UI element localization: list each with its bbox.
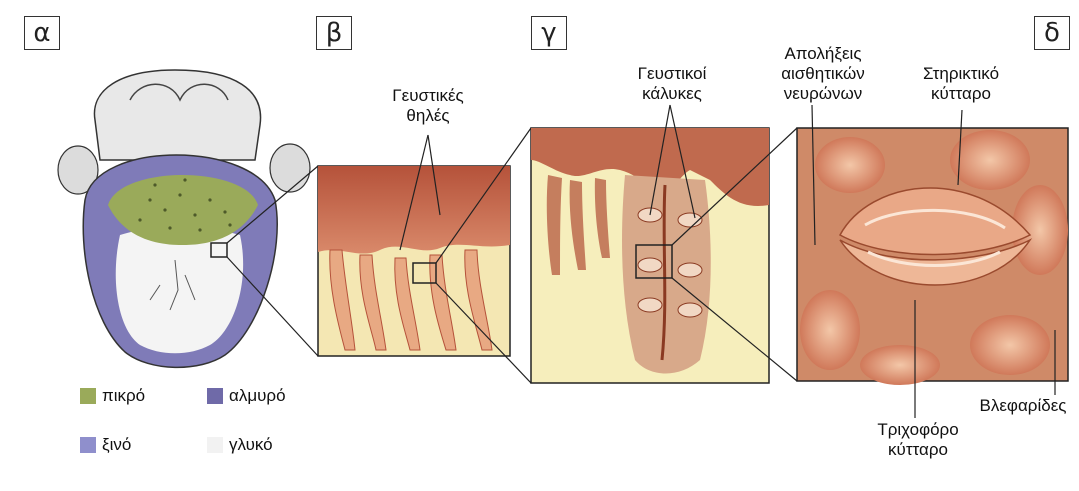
label-nerve-endings: Απολήξεις αισθητικών νευρώνων xyxy=(781,44,865,103)
panel-label-gamma: γ xyxy=(531,16,567,50)
label-cilia: Βλεφαρίδες xyxy=(979,396,1067,415)
leader-lines xyxy=(399,104,1056,418)
label-taste-papillae: Γευστικές θηλές xyxy=(392,86,464,125)
taste-bud-section xyxy=(530,127,770,384)
legend-label-salty: αλμυρό xyxy=(229,386,286,405)
legend-swatch-salty xyxy=(207,388,223,404)
legend-label-sweet: γλυκό xyxy=(229,435,273,454)
legend-swatch-sour xyxy=(80,437,96,453)
legend-label-bitter: πικρό xyxy=(102,386,146,405)
label-taste-buds: Γευστικοί κάλυκες xyxy=(637,64,707,103)
legend-swatch-sweet xyxy=(207,437,223,453)
label-support-cell: Στηρικτικό κύτταρο xyxy=(922,64,1000,103)
papillae-section xyxy=(317,165,511,357)
panel-label-beta: β xyxy=(316,16,352,50)
panel-label-delta: δ xyxy=(1034,16,1070,50)
legend-swatch-bitter xyxy=(80,388,96,404)
tongue-illustration xyxy=(57,69,311,369)
label-hair-cell: Τριχοφόρο κύτταρο xyxy=(877,420,959,459)
panel-label-alpha: α xyxy=(24,16,60,50)
legend-label-sour: ξινό xyxy=(102,435,132,454)
cell-detail-section xyxy=(796,127,1069,385)
